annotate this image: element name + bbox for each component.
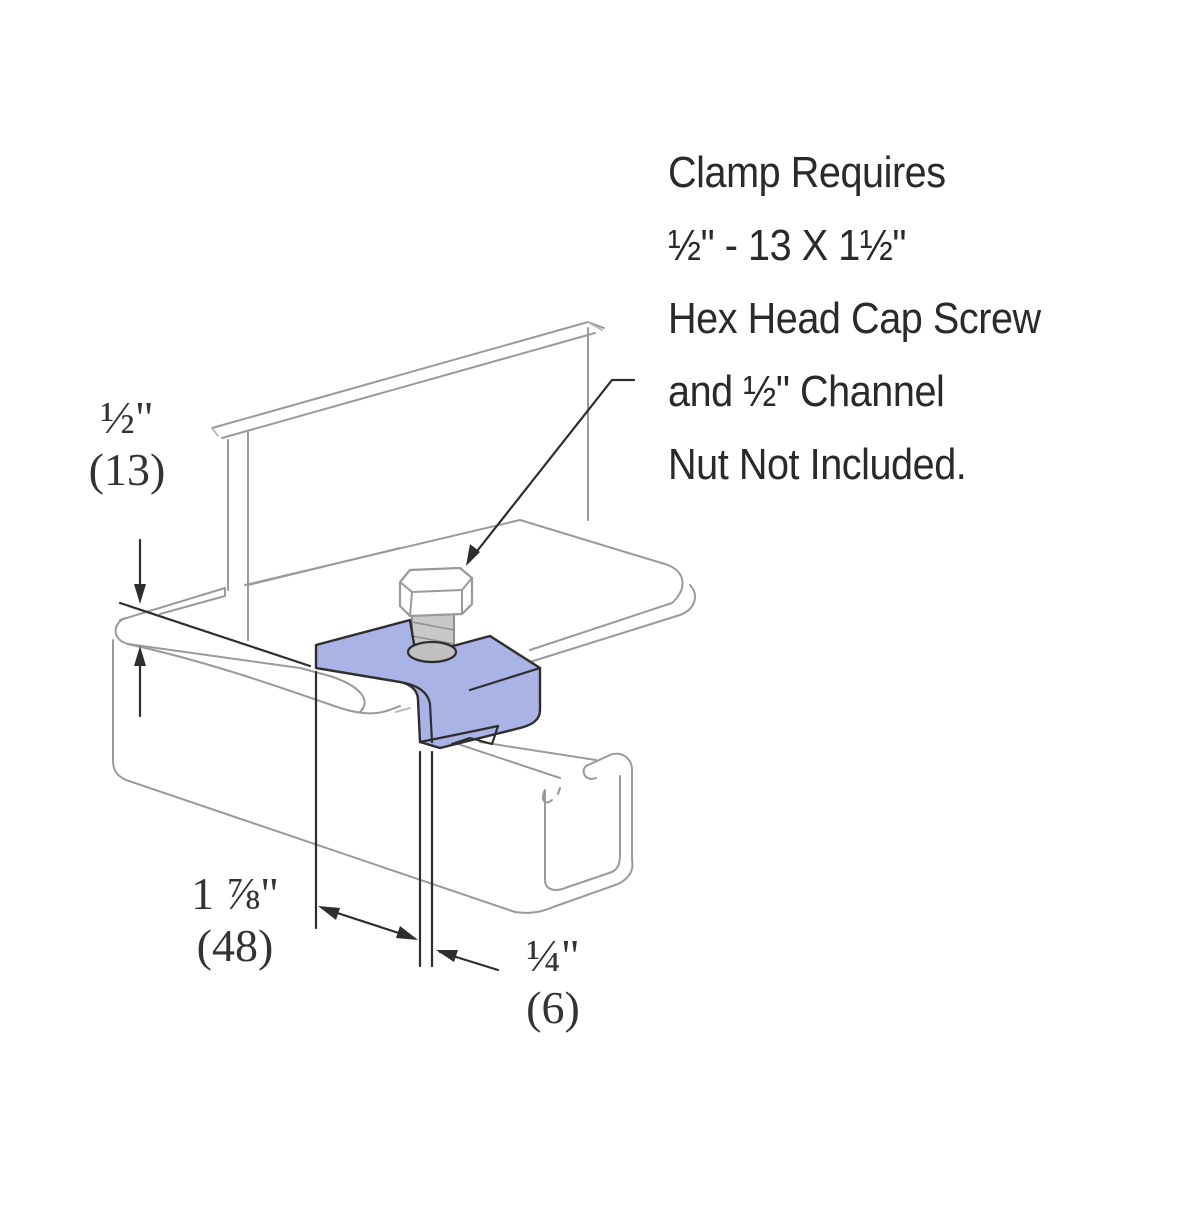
installation-note: Clamp Requires ½" - 13 X 1½" Hex Head Ca… — [668, 136, 1041, 501]
leader-arrow — [466, 378, 636, 566]
note-line-2: ½" - 13 X 1½" — [668, 221, 907, 270]
thickness-dimension — [118, 538, 312, 718]
beam — [119, 321, 696, 663]
channel — [112, 617, 634, 914]
note-line-4: and ½" Channel — [668, 367, 945, 416]
gap-imperial: ¼" — [526, 930, 580, 981]
clamp — [314, 618, 542, 750]
note-line-5: Nut Not Included. — [668, 440, 967, 489]
gap-metric: (6) — [526, 982, 580, 1033]
width-imperial: 1 ⅞" — [191, 868, 279, 919]
note-line-1: Clamp Requires — [668, 148, 946, 197]
thickness-metric: (13) — [88, 444, 166, 495]
thickness-label: ½" (13) — [68, 392, 186, 496]
width-metric: (48) — [196, 920, 274, 971]
note-line-3: Hex Head Cap Screw — [668, 294, 1041, 343]
thickness-imperial: ½" — [100, 392, 154, 443]
width-label: 1 ⅞" (48) — [170, 868, 300, 972]
width-dimension — [314, 670, 500, 972]
gap-label: ¼" (6) — [508, 930, 598, 1034]
